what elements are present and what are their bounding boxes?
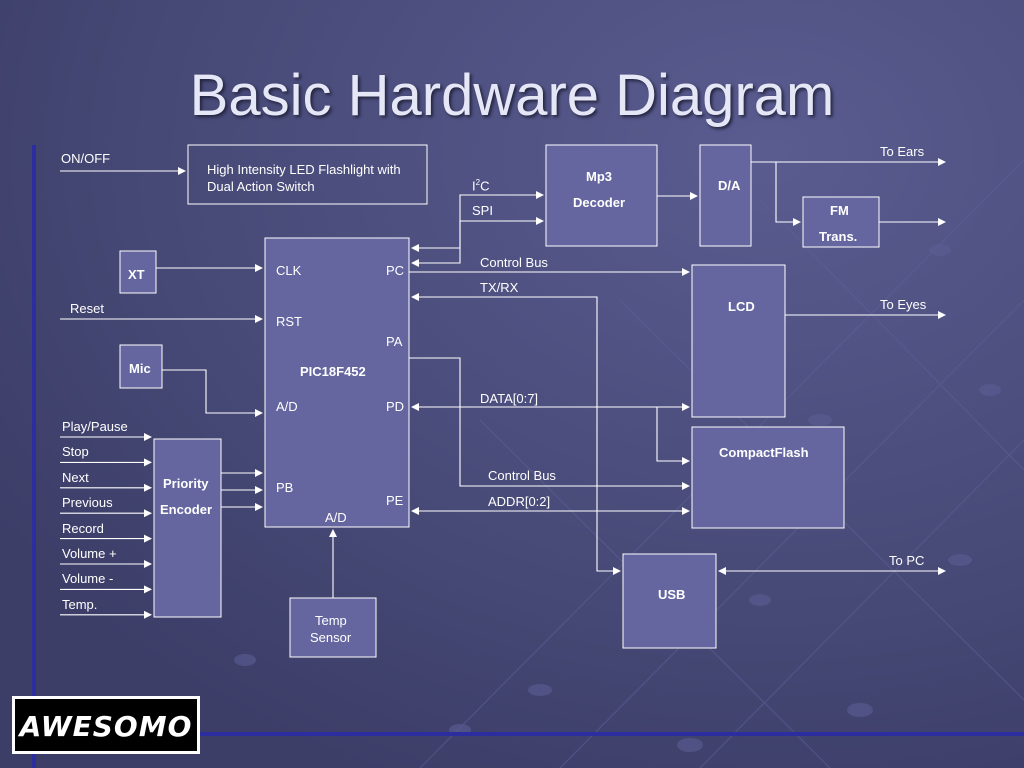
spi-bus [411,217,544,267]
pic-block [264,237,410,528]
pin-pe: PE [386,493,404,508]
tx-rx-bus [411,293,621,575]
da-label: D/A [718,178,741,193]
da-to-fm-arrow [775,162,801,226]
priority-label-line2: Encoder [160,502,213,517]
da-block [699,144,752,247]
temp-sensor-label-line1: Temp [315,613,347,628]
xt-label: XT [128,267,145,282]
mic-to-ad-arrow [162,369,263,417]
fm-block [802,196,880,248]
reset-label: Reset [70,301,104,316]
priority-encoder-block [153,438,222,618]
button-input-label: Play/Pause [62,419,128,434]
i2c-label: I2C [472,178,490,194]
priority-label-line1: Priority [163,476,209,491]
pin-pb: PB [276,480,294,495]
lcd-block [691,264,786,418]
mp3-decoder-block [545,144,658,247]
spi-label: SPI [472,203,493,218]
pin-clk: CLK [276,263,302,278]
control-bus-label-1: Control Bus [480,255,548,270]
usb-block [622,553,717,649]
pin-pa: PA [386,334,403,349]
to-ears-label: To Ears [880,144,925,159]
control-bus-label-2: Control Bus [488,468,556,483]
flashlight-label: High Intensity LED Flashlight with Dual … [207,162,401,194]
fm-label-line1: FM [830,203,849,218]
button-input-label: Next [62,469,89,485]
to-pc-label: To PC [889,553,925,568]
usb-label: USB [658,587,686,602]
button-input-label: Stop [62,444,89,460]
button-input-label: Previous [62,495,113,511]
button-input-label: Volume + [62,546,117,561]
button-input-label: Temp. [62,596,98,612]
pin-rst: RST [276,314,302,329]
control-bus-cf-arrow [409,357,690,490]
on-off-label: ON/OFF [61,151,111,166]
pin-ad: A/D [276,399,298,414]
pin-ad-bottom: A/D [325,510,347,525]
mp3-label-line1: Mp3 [586,169,612,184]
fm-label-line2: Trans. [819,229,858,244]
button-input-label: Volume - [62,571,114,587]
to-eyes-label: To Eyes [880,297,927,312]
compactflash-label: CompactFlash [719,445,809,460]
xt-block [119,250,157,294]
temp-sensor-label-line2: Sensor [310,630,352,645]
slide-title: Basic Hardware Diagram [189,63,835,128]
mp3-label-line2: Decoder [573,195,626,210]
temp-sensor-block [289,597,377,658]
pin-pd: PD [386,399,405,414]
mic-block [119,344,163,389]
logo-text: AWESOMO [19,710,193,743]
mic-label: Mic [129,361,151,376]
data-bus-cf-branch [656,407,690,465]
compactflash-block [691,426,845,529]
pin-pc: PC [386,263,405,278]
button-input-label: Record [62,520,104,536]
data-bus-label: DATA[0:7] [480,391,539,406]
lcd-label: LCD [728,299,755,314]
pic-label: PIC18F452 [300,364,366,379]
awesomo-logo: AWESOMO [12,696,200,754]
addr-bus-label: ADDR[0:2] [488,494,551,509]
tx-rx-label: TX/RX [480,280,519,295]
flashlight-block [187,144,428,205]
